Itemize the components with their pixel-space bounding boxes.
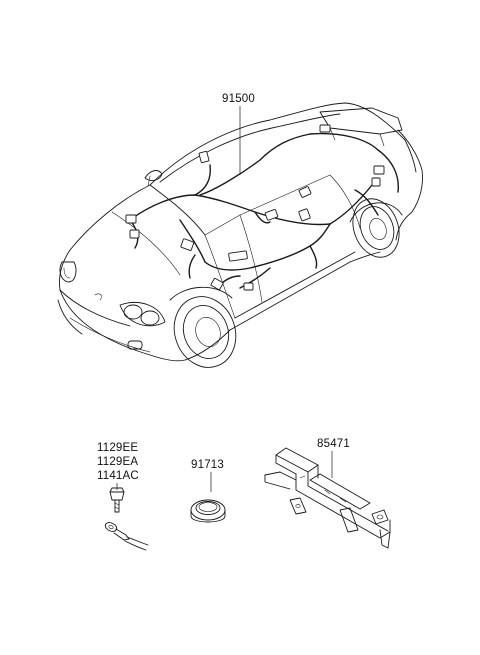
bracket-icon [264, 447, 391, 549]
label-ground-bolt-3: 1141AC [97, 470, 139, 482]
front-wheel [169, 286, 237, 368]
ground-terminal-icon [104, 522, 149, 551]
label-ground-bolt-2: 1129EA [97, 456, 138, 468]
label-ground-bolt-1: 1129EE [97, 442, 138, 454]
front-fog-lamps [94, 293, 166, 350]
label-main-harness: 91500 [222, 93, 255, 105]
rear-wheel [352, 198, 400, 258]
car-body-outline [57, 102, 423, 362]
label-bracket: 85471 [317, 438, 350, 450]
wiring-harness [125, 124, 399, 291]
label-grommet: 91713 [191, 459, 224, 471]
grommet-icon [190, 499, 226, 523]
ground-bolt-icon [109, 487, 125, 513]
